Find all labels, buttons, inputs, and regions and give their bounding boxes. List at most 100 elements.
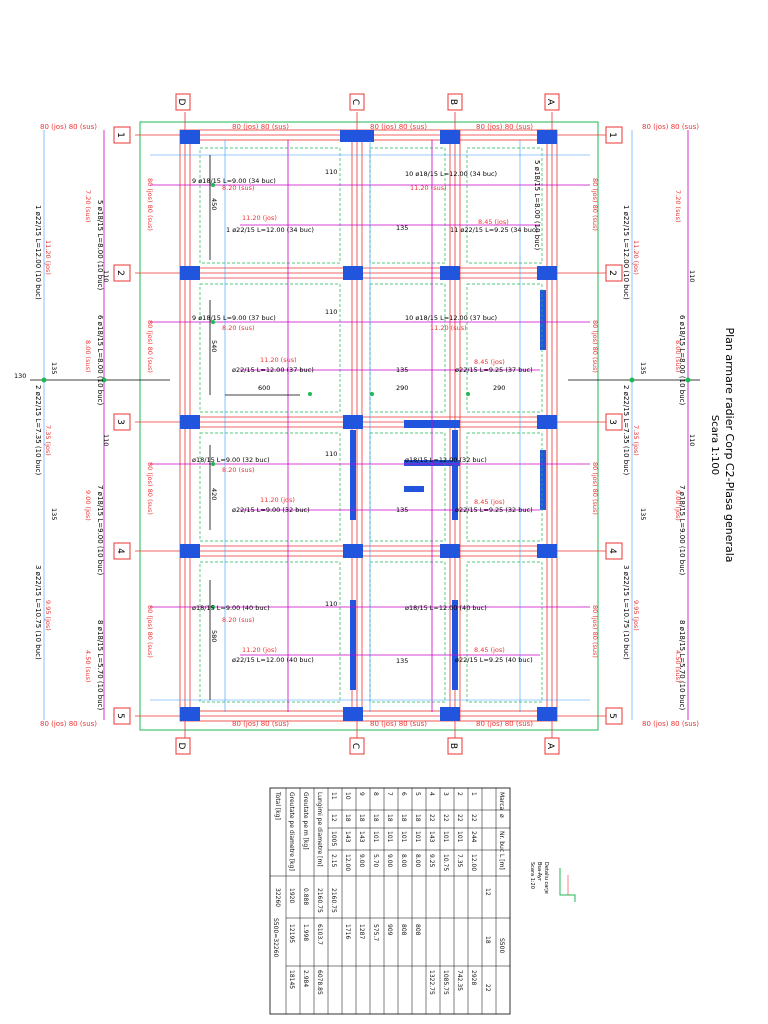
grid-bubble-right-1: 1 bbox=[605, 126, 623, 144]
svg-text:110: 110 bbox=[325, 168, 337, 176]
svg-text:290: 290 bbox=[396, 384, 408, 392]
table-cell: 1085.75 bbox=[442, 970, 449, 995]
grid-bubble-top-D: D bbox=[175, 93, 191, 111]
svg-text:110: 110 bbox=[688, 270, 696, 282]
svg-text:11 ø22/15 L=9.25 (34 buc): 11 ø22/15 L=9.25 (34 buc) bbox=[450, 226, 538, 234]
svg-text:135: 135 bbox=[396, 224, 408, 232]
table-cell: 1287 bbox=[358, 924, 365, 939]
table-cell: 9.00 bbox=[386, 854, 393, 868]
svg-text:8.45 (jos): 8.45 (jos) bbox=[474, 646, 505, 654]
table-cell: 101 bbox=[386, 831, 393, 843]
svg-text:5 ø18/15 L=8.00 (10 buc): 5 ø18/15 L=8.00 (10 buc) bbox=[533, 160, 541, 251]
svg-text:3: 3 bbox=[115, 419, 125, 425]
svg-text:11.20 (jos): 11.20 (jos) bbox=[44, 240, 52, 275]
grid-bubble-right-3: 3 bbox=[605, 413, 623, 431]
svg-text:Marca: Marca bbox=[498, 792, 505, 810]
magenta-bars bbox=[103, 130, 689, 720]
svg-text:ø22/15 L=9.25 (40 buc): ø22/15 L=9.25 (40 buc) bbox=[455, 656, 533, 664]
svg-text:540: 540 bbox=[210, 340, 218, 352]
svg-text:8.00 (sus): 8.00 (sus) bbox=[674, 340, 682, 373]
svg-text:420: 420 bbox=[210, 488, 218, 500]
svg-text:7.20 (sus): 7.20 (sus) bbox=[674, 190, 682, 223]
svg-text:5 ø18/15 L=8.00 (10 buc): 5 ø18/15 L=8.00 (10 buc) bbox=[96, 200, 104, 291]
table-cell: 8.00 bbox=[400, 854, 407, 868]
svg-text:135: 135 bbox=[639, 362, 647, 374]
svg-text:130: 130 bbox=[14, 372, 26, 380]
svg-text:135: 135 bbox=[50, 362, 58, 374]
table-summary-cell: 1.998 bbox=[302, 924, 309, 941]
svg-text:80 (jos) 80 (sus): 80 (jos) 80 (sus) bbox=[591, 462, 599, 515]
grid-bubble-top-C: C bbox=[349, 93, 365, 111]
table-cell: 1716 bbox=[344, 924, 351, 939]
table-cell: 9.00 bbox=[358, 854, 365, 868]
svg-text:5: 5 bbox=[115, 713, 125, 719]
svg-text:B: B bbox=[448, 743, 458, 749]
table-cell: 22 bbox=[442, 814, 449, 822]
grid-bubbles: D C B A D C B A 1 2 3 4 5 1 2 3 4 5 bbox=[113, 93, 623, 755]
grid-bubble-left-2: 2 bbox=[113, 264, 131, 282]
red-length-labels: 8.20 (sus) 11.20 (jos) 11.20 (sus) 8.45 … bbox=[44, 178, 682, 683]
svg-text:8.45 (jos): 8.45 (jos) bbox=[478, 218, 509, 226]
table-cell: 12.00 bbox=[344, 854, 351, 871]
svg-text:2: 2 bbox=[607, 270, 617, 276]
svg-text:110: 110 bbox=[688, 434, 696, 446]
svg-text:3 ø22/15 L=10.75 (10 buc): 3 ø22/15 L=10.75 (10 buc) bbox=[34, 565, 42, 660]
table-cell: 12 bbox=[330, 814, 337, 822]
raft-outline bbox=[139, 121, 599, 731]
table-cell: 18 bbox=[414, 814, 421, 822]
svg-text:12: 12 bbox=[484, 888, 491, 896]
table-cell: 101 bbox=[414, 831, 421, 843]
table-summary-cell: Greutate pe diametre [kg] bbox=[288, 792, 295, 871]
svg-text:80 (jos) 80 (sus): 80 (jos) 80 (sus) bbox=[591, 178, 599, 231]
table-cell: 18 bbox=[386, 814, 393, 822]
svg-text:ø22/15 L=9.25 (32 buc): ø22/15 L=9.25 (32 buc) bbox=[455, 506, 533, 514]
table-summary-cell: 6103.7 bbox=[316, 924, 323, 945]
table-cell: 8 bbox=[372, 792, 379, 796]
svg-text:80 (jos) 80 (sus): 80 (jos) 80 (sus) bbox=[40, 123, 97, 131]
table-cell: 7.35 bbox=[456, 854, 463, 868]
table-cell: 1322.75 bbox=[428, 970, 435, 995]
svg-text:8.20 (sus): 8.20 (sus) bbox=[222, 616, 255, 624]
svg-text:9.00 (jos): 9.00 (jos) bbox=[674, 490, 682, 521]
table-cell: 3 bbox=[442, 792, 449, 796]
table-cell: 10 bbox=[344, 792, 351, 800]
svg-text:135: 135 bbox=[50, 508, 58, 520]
svg-text:11.20 (sus): 11.20 (sus) bbox=[260, 356, 297, 364]
table-cell: 12.00 bbox=[470, 854, 477, 871]
svg-text:22: 22 bbox=[484, 984, 491, 992]
table-cell: 808 bbox=[400, 924, 407, 936]
svg-text:110: 110 bbox=[325, 600, 337, 608]
svg-text:7.20 (sus): 7.20 (sus) bbox=[84, 190, 92, 223]
svg-text:8.20 (sus): 8.20 (sus) bbox=[222, 466, 255, 474]
svg-text:80 (jos) 80 (sus): 80 (jos) 80 (sus) bbox=[232, 720, 289, 728]
svg-text:1: 1 bbox=[607, 132, 617, 138]
svg-text:80 (jos) 80 (sus): 80 (jos) 80 (sus) bbox=[476, 123, 533, 131]
svg-text:6 ø18/15 L=8.00 (10 buc): 6 ø18/15 L=8.00 (10 buc) bbox=[96, 315, 104, 406]
svg-text:4: 4 bbox=[115, 548, 125, 554]
svg-text:110: 110 bbox=[102, 270, 110, 282]
title-line-2: Scara 1:100 bbox=[709, 415, 720, 475]
grid-bubble-left-3: 3 bbox=[113, 413, 131, 431]
svg-text:L [m]: L [m] bbox=[498, 854, 505, 870]
grid-bubble-left-1: 1 bbox=[113, 126, 131, 144]
svg-text:450: 450 bbox=[210, 198, 218, 210]
svg-text:80 (jos) 80 (sus): 80 (jos) 80 (sus) bbox=[146, 320, 154, 373]
svg-text:600: 600 bbox=[258, 384, 270, 392]
svg-text:4.50 (sus): 4.50 (sus) bbox=[84, 650, 92, 683]
svg-text:290: 290 bbox=[493, 384, 505, 392]
svg-text:Nr. buc: Nr. buc bbox=[498, 831, 505, 852]
svg-text:80 (jos) 80 (sus): 80 (jos) 80 (sus) bbox=[370, 123, 427, 131]
table-cell: 22 bbox=[456, 814, 463, 822]
table-cell: 11 bbox=[330, 792, 337, 800]
svg-text:11.20 (jos): 11.20 (jos) bbox=[242, 214, 277, 222]
svg-text:ø18/15 L=12.00 (32 buc): ø18/15 L=12.00 (32 buc) bbox=[405, 456, 487, 464]
table-cell: 143 bbox=[344, 831, 351, 843]
table-cell: 8.00 bbox=[414, 854, 421, 868]
dimension-labels: 110 110 110 110 135 135 135 135 130 290 … bbox=[14, 168, 696, 665]
table-total: S500=32260 bbox=[272, 918, 279, 958]
svg-text:8 ø18/15 L=5.70 (10 buc): 8 ø18/15 L=5.70 (10 buc) bbox=[678, 620, 686, 711]
table-cell: 18 bbox=[400, 814, 407, 822]
svg-text:8.20 (sus): 8.20 (sus) bbox=[222, 184, 255, 192]
table-cell: 143 bbox=[358, 831, 365, 843]
